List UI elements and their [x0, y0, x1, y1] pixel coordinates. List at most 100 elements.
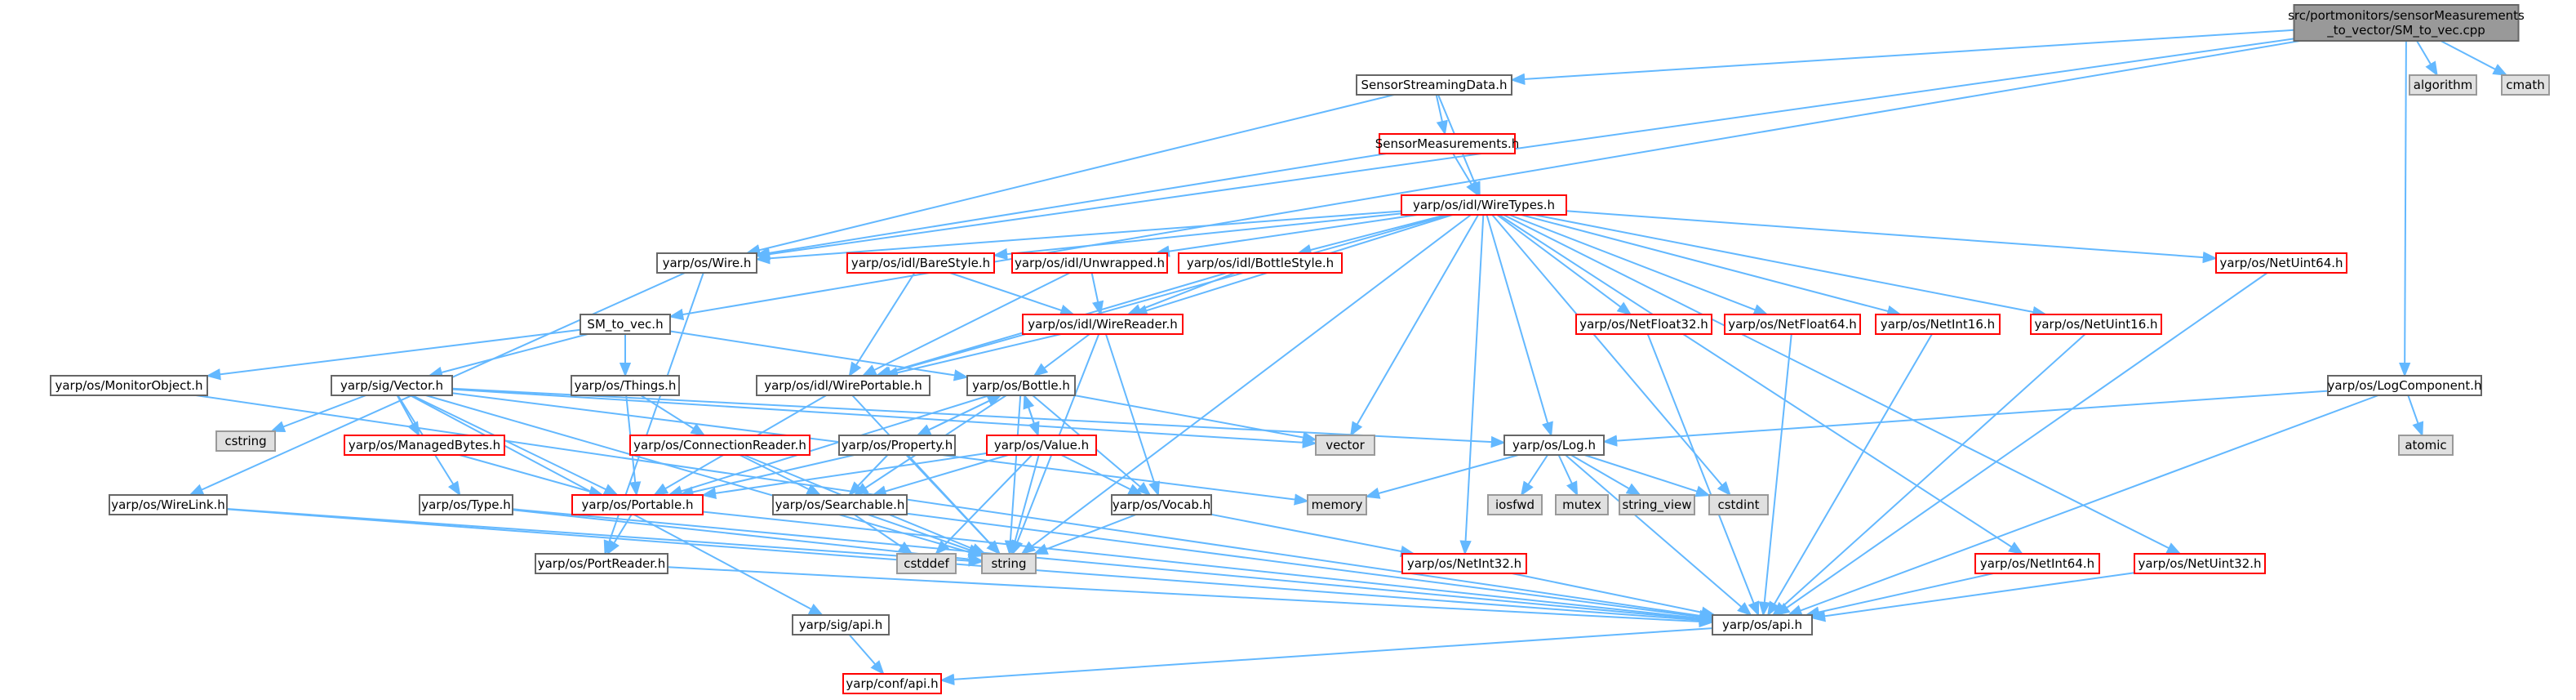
node-wirereader[interactable]: yarp/os/idl/WireReader.h [1022, 314, 1184, 335]
node-cstdint[interactable]: cstdint [1708, 494, 1769, 515]
node-box-confapi[interactable] [842, 673, 942, 694]
node-box-string[interactable] [981, 553, 1037, 574]
node-wirelink[interactable]: yarp/os/WireLink.h [109, 494, 228, 515]
node-netuint64a[interactable]: yarp/os/NetUint64.h [2215, 252, 2347, 274]
node-algorithm[interactable]: algorithm [2409, 74, 2477, 96]
node-box-wirereader[interactable] [1022, 314, 1184, 335]
node-box-mutex[interactable] [1555, 494, 1609, 515]
node-box-cstddef[interactable] [896, 553, 957, 574]
node-box-portreader[interactable] [535, 553, 668, 574]
node-box-connreader[interactable] [629, 435, 811, 456]
node-cmath[interactable]: cmath [2501, 74, 2550, 96]
node-sigapi[interactable]: yarp/sig/api.h [792, 614, 890, 635]
node-box-sigapi[interactable] [792, 614, 890, 635]
node-monitorobject[interactable]: yarp/os/MonitorObject.h [50, 375, 208, 396]
node-box-vocab[interactable] [1111, 494, 1212, 515]
node-box-bottlestyle[interactable] [1178, 252, 1343, 274]
node-box-portable[interactable] [571, 494, 704, 515]
node-memory[interactable]: memory [1307, 494, 1367, 515]
node-logcomponent[interactable]: yarp/os/LogComponent.h [2327, 375, 2482, 396]
node-box-vector[interactable] [1315, 435, 1375, 456]
node-box-value[interactable] [986, 435, 1097, 456]
node-box-bottle[interactable] [966, 375, 1076, 396]
node-cstddef[interactable]: cstddef [896, 553, 957, 574]
node-log[interactable]: yarp/os/Log.h [1503, 435, 1605, 456]
node-netint32[interactable]: yarp/os/NetInt32.h [1401, 553, 1527, 574]
node-box-log[interactable] [1503, 435, 1605, 456]
node-box-root[interactable] [2293, 4, 2520, 42]
node-property[interactable]: yarp/os/Property.h [838, 435, 956, 456]
node-wiretypes[interactable]: yarp/os/idl/WireTypes.h [1401, 194, 1567, 216]
node-netfloat64[interactable]: yarp/os/NetFloat64.h [1724, 314, 1861, 335]
node-managedbytes[interactable]: yarp/os/ManagedBytes.h [344, 435, 505, 456]
node-box-cstdint[interactable] [1708, 494, 1769, 515]
node-mutex[interactable]: mutex [1555, 494, 1609, 515]
node-box-iosfwd[interactable] [1487, 494, 1543, 515]
node-box-netfloat64[interactable] [1724, 314, 1861, 335]
node-box-netint64[interactable] [1974, 553, 2100, 574]
node-searchable[interactable]: yarp/os/Searchable.h [772, 494, 908, 515]
node-box-cstring[interactable] [215, 430, 276, 452]
node-wire[interactable]: yarp/os/Wire.h [656, 252, 757, 274]
node-string[interactable]: string [981, 553, 1037, 574]
node-box-memory[interactable] [1307, 494, 1367, 515]
node-value[interactable]: yarp/os/Value.h [986, 435, 1097, 456]
node-wireportable[interactable]: yarp/os/idl/WirePortable.h [756, 375, 930, 396]
node-confapi[interactable]: yarp/conf/api.h [842, 673, 942, 694]
node-box-sigvector[interactable] [331, 375, 453, 396]
node-atomic[interactable]: atomic [2398, 435, 2454, 456]
node-ssd[interactable]: SensorStreamingData.h [1356, 74, 1512, 96]
node-netint64[interactable]: yarp/os/NetInt64.h [1974, 553, 2100, 574]
node-box-property[interactable] [838, 435, 956, 456]
node-box-atomic[interactable] [2398, 435, 2454, 456]
node-netfloat32[interactable]: yarp/os/NetFloat32.h [1575, 314, 1712, 335]
node-box-searchable[interactable] [772, 494, 908, 515]
node-netuint16[interactable]: yarp/os/NetUint16.h [2030, 314, 2162, 335]
node-box-wiretypes[interactable] [1401, 194, 1567, 216]
node-box-sm[interactable] [1379, 133, 1516, 154]
node-box-osapi[interactable] [1712, 614, 1813, 635]
node-box-smtovec[interactable] [580, 314, 671, 335]
node-iosfwd[interactable]: iosfwd [1487, 494, 1543, 515]
node-box-unwrapped[interactable] [1011, 252, 1168, 274]
node-box-string_view[interactable] [1619, 494, 1695, 515]
node-box-netuint16[interactable] [2030, 314, 2162, 335]
node-box-type[interactable] [419, 494, 513, 515]
node-box-things[interactable] [571, 375, 680, 396]
node-netint16[interactable]: yarp/os/NetInt16.h [1875, 314, 2001, 335]
node-box-algorithm[interactable] [2409, 74, 2477, 96]
node-string_view[interactable]: string_view [1619, 494, 1695, 515]
node-cstring[interactable]: cstring [215, 430, 276, 452]
node-root[interactable]: src/portmonitors/sensorMeasurements_to_v… [2288, 4, 2525, 42]
node-smtovec[interactable]: SM_to_vec.h [580, 314, 671, 335]
node-things[interactable]: yarp/os/Things.h [571, 375, 680, 396]
node-sm[interactable]: SensorMeasurements.h [1375, 133, 1519, 154]
node-box-barestyle[interactable] [846, 252, 995, 274]
node-sigvector[interactable]: yarp/sig/Vector.h [331, 375, 453, 396]
node-barestyle[interactable]: yarp/os/idl/BareStyle.h [846, 252, 995, 274]
node-connreader[interactable]: yarp/os/ConnectionReader.h [629, 435, 811, 456]
node-box-wirelink[interactable] [109, 494, 228, 515]
node-box-netuint64a[interactable] [2215, 252, 2347, 274]
node-box-wire[interactable] [656, 252, 757, 274]
node-osapi[interactable]: yarp/os/api.h [1712, 614, 1813, 635]
node-box-wireportable[interactable] [756, 375, 930, 396]
node-box-monitorobject[interactable] [50, 375, 208, 396]
node-type[interactable]: yarp/os/Type.h [419, 494, 513, 515]
node-portable[interactable]: yarp/os/Portable.h [571, 494, 704, 515]
node-box-ssd[interactable] [1356, 74, 1512, 96]
node-box-netuint32[interactable] [2134, 553, 2266, 574]
node-box-logcomponent[interactable] [2327, 375, 2482, 396]
node-box-managedbytes[interactable] [344, 435, 505, 456]
node-box-netint16[interactable] [1875, 314, 2001, 335]
node-portreader[interactable]: yarp/os/PortReader.h [535, 553, 668, 574]
node-vector[interactable]: vector [1315, 435, 1375, 456]
node-netuint32[interactable]: yarp/os/NetUint32.h [2134, 553, 2266, 574]
node-bottlestyle[interactable]: yarp/os/idl/BottleStyle.h [1178, 252, 1343, 274]
node-box-netfloat32[interactable] [1575, 314, 1712, 335]
node-box-netint32[interactable] [1401, 553, 1527, 574]
node-unwrapped[interactable]: yarp/os/idl/Unwrapped.h [1011, 252, 1168, 274]
node-bottle[interactable]: yarp/os/Bottle.h [966, 375, 1076, 396]
node-box-cmath[interactable] [2501, 74, 2550, 96]
node-vocab[interactable]: yarp/os/Vocab.h [1111, 494, 1212, 515]
